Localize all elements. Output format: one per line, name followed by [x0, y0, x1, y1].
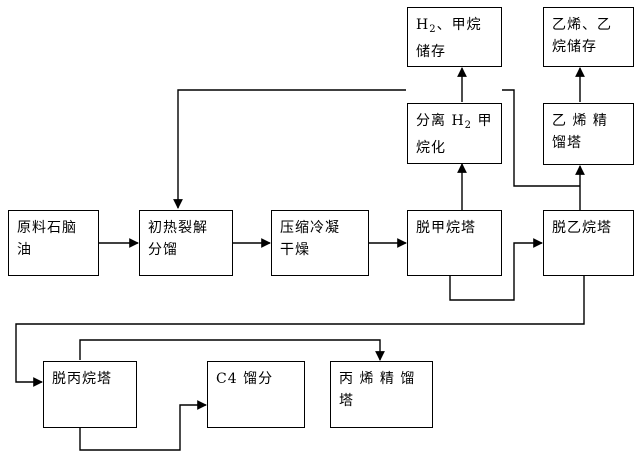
arrow-demethanizer-to-deethanizer	[449, 238, 543, 301]
arrow-recycle-to-cracking	[173, 89, 406, 209]
node-demethanizer-line1: 脱甲烷塔	[416, 220, 476, 236]
node-compress-dry-line2: 干燥	[280, 242, 310, 258]
arrow-depropanizer-to-c4	[79, 400, 207, 451]
node-h2-methane-separation: 分离 H2 甲 烷化	[407, 103, 502, 164]
node-c4-line1: C4 馏分	[216, 371, 274, 387]
node-propylene-rect-line2: 塔	[339, 393, 354, 409]
node-propylene-rect-line1: 丙 烯 精 馏	[339, 371, 416, 387]
node-raw-naphtha: 原料石脑 油	[8, 210, 99, 276]
node-separation-line2: 烷化	[416, 140, 446, 156]
node-ethylene-storage-line1: 乙烯、乙	[552, 17, 612, 33]
node-h2-storage-line1: H2、甲烷	[416, 17, 482, 35]
arrow-depropanizer-to-propylene	[79, 339, 385, 361]
node-h2-methane-storage: H2、甲烷 储存	[407, 7, 502, 67]
node-raw-naphtha-line2: 油	[17, 242, 32, 258]
arrow-separation-to-ethylene-line	[502, 89, 580, 187]
node-initial-cracking-line2: 分馏	[148, 242, 178, 258]
node-ethylene-storage-line2: 烷储存	[552, 39, 597, 55]
node-raw-naphtha-line1: 原料石脑	[17, 220, 77, 236]
node-ethylene-rect-line2: 馏塔	[552, 135, 582, 151]
node-deethanizer-line1: 脱乙烷塔	[552, 220, 612, 236]
node-separation-line1: 分离 H2 甲	[416, 113, 493, 131]
node-initial-cracking-line1: 初热裂解	[148, 220, 208, 236]
node-demethanizer: 脱甲烷塔	[407, 210, 502, 276]
node-ethylene-ethane-storage: 乙烯、乙 烷储存	[543, 7, 634, 67]
node-compress-dry: 压缩冷凝 干燥	[271, 210, 369, 276]
node-h2-storage-line2: 储存	[416, 44, 446, 60]
arrow-deethanizer-to-depropanizer	[15, 276, 585, 387]
node-ethylene-rect-line1: 乙 烯 精	[552, 113, 608, 129]
node-compress-dry-line1: 压缩冷凝	[280, 220, 340, 236]
node-initial-cracking: 初热裂解 分馏	[139, 210, 233, 276]
node-depropanizer-line1: 脱丙烷塔	[52, 371, 112, 387]
node-propylene-rectification: 丙 烯 精 馏 塔	[330, 361, 433, 428]
node-deethanizer: 脱乙烷塔	[543, 210, 634, 276]
node-depropanizer: 脱丙烷塔	[43, 361, 137, 428]
node-ethylene-rectification: 乙 烯 精 馏塔	[543, 103, 634, 165]
node-c4-fraction: C4 馏分	[207, 361, 305, 428]
